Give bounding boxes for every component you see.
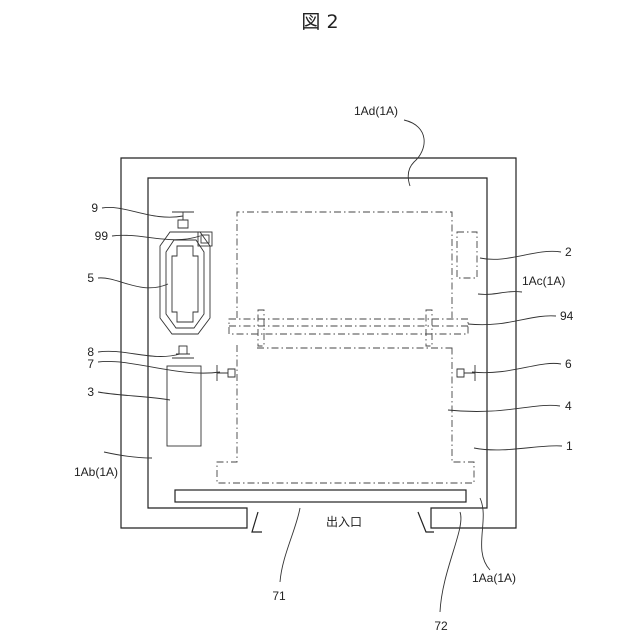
component-7 <box>217 365 235 381</box>
leader-2 <box>480 251 561 259</box>
leader-99 <box>112 235 200 239</box>
car-outline <box>217 212 474 483</box>
label-1Ac: 1Ac(1A) <box>522 274 565 288</box>
label-1Ad: 1Ad(1A) <box>354 104 398 118</box>
left-door-mark <box>252 512 262 532</box>
component-8-body <box>179 346 187 354</box>
leader-71 <box>280 508 300 582</box>
label-9: 9 <box>91 201 98 215</box>
leader-3 <box>98 392 170 400</box>
label-72: 72 <box>434 619 448 633</box>
label-1: 1 <box>566 439 573 453</box>
label-2: 2 <box>565 245 572 259</box>
label-7: 7 <box>87 357 94 371</box>
label-4: 4 <box>565 399 572 413</box>
component-9 <box>172 212 194 228</box>
beam-bracket-left <box>258 310 264 346</box>
label-3: 3 <box>87 385 94 399</box>
leader-4 <box>448 405 560 411</box>
component-2 <box>457 232 477 278</box>
leader-1Aa <box>480 498 490 570</box>
beam-bracket-right <box>426 310 432 346</box>
component-3 <box>167 366 201 446</box>
leader-5 <box>98 278 168 288</box>
leader-1Ab <box>104 452 152 458</box>
leader-1Ad <box>404 120 424 186</box>
leader-7 <box>98 361 220 373</box>
figure-title: 図 2 <box>301 11 338 33</box>
leader-9 <box>102 207 183 217</box>
leader-8 <box>98 351 180 356</box>
entrance-label: 出入口 <box>326 515 362 529</box>
label-6: 6 <box>565 357 572 371</box>
component-5-outer <box>160 232 210 334</box>
label-1Aa: 1Aa(1A) <box>472 571 516 585</box>
component-8 <box>172 354 194 358</box>
label-1Ab: 1Ab(1A) <box>74 465 118 479</box>
leader-72 <box>440 512 461 612</box>
sill-plate <box>175 490 466 502</box>
outer-wall <box>121 158 516 528</box>
label-99: 99 <box>95 229 109 243</box>
label-71: 71 <box>272 589 286 603</box>
label-94: 94 <box>560 309 574 323</box>
label-5: 5 <box>87 271 94 285</box>
component-6 <box>457 365 475 381</box>
leader-94 <box>468 316 556 325</box>
component-5-core <box>172 246 198 322</box>
